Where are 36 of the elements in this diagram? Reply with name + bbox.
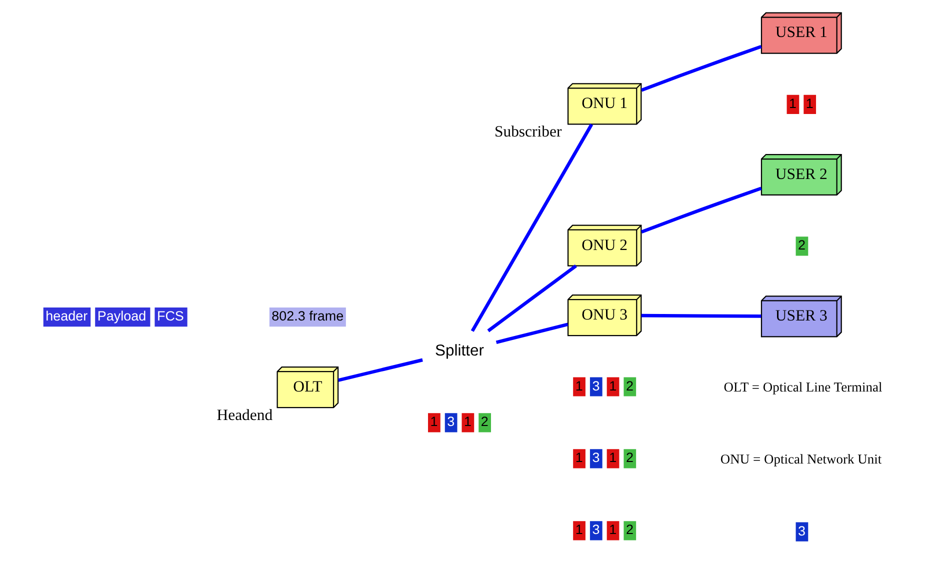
connector (470, 124, 594, 332)
label: 1 (575, 378, 583, 394)
label: OLT = Optical Line Terminal (724, 379, 882, 394)
label: 1 (609, 522, 617, 538)
connector (496, 322, 568, 344)
label: 802.3 frame (272, 308, 344, 324)
connector (640, 186, 762, 234)
connector (641, 314, 762, 318)
label: header (46, 308, 88, 324)
label: 3 (592, 522, 600, 538)
label: 2 (626, 522, 634, 538)
label: 1 (806, 96, 814, 111)
connector (487, 264, 577, 332)
label: 2 (626, 378, 634, 394)
label: ONU = Optical Network Unit (720, 451, 882, 466)
label: 1 (575, 450, 583, 466)
label: 2 (626, 450, 634, 466)
label: 1 (609, 378, 617, 394)
connector (640, 45, 762, 92)
label: 1 (430, 414, 438, 430)
label: Payload (97, 308, 146, 324)
label: 3 (592, 378, 600, 394)
node-label: Subscriber (494, 124, 562, 141)
node-text: Splitter (435, 342, 484, 360)
label: 3 (798, 523, 806, 538)
label: FCS (156, 308, 184, 324)
label: 3 (592, 450, 600, 466)
label: 3 (447, 414, 455, 430)
label: 1 (789, 96, 797, 111)
connector (338, 358, 423, 382)
node-label: Headend (216, 407, 273, 424)
label: 2 (798, 238, 806, 253)
label: 2 (480, 414, 488, 430)
label: 1 (464, 414, 472, 430)
label: 1 (575, 522, 583, 538)
label: 1 (609, 450, 617, 466)
